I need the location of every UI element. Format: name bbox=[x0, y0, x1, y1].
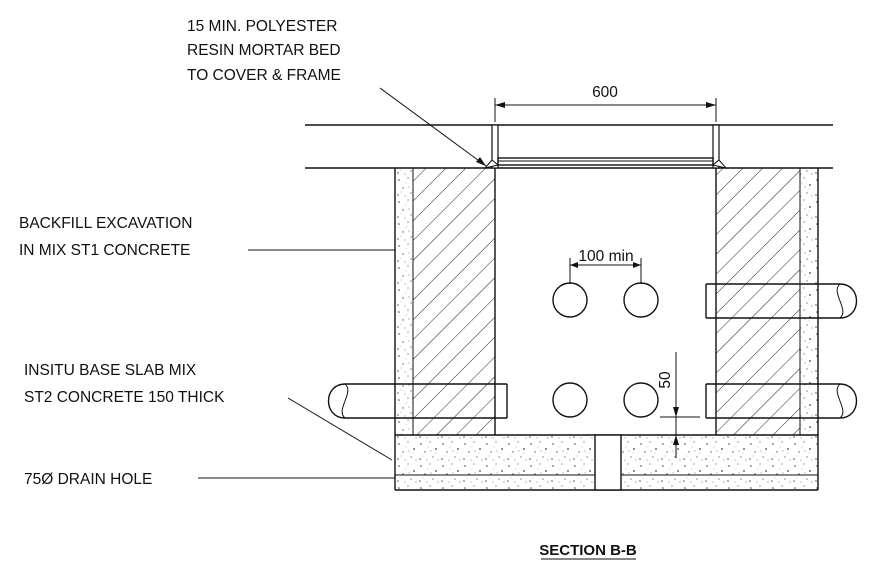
chamber-walls bbox=[413, 168, 800, 435]
dimension-50-text: 50 bbox=[657, 371, 674, 389]
dimension-600: 600 bbox=[494, 84, 717, 122]
backfill-concrete bbox=[394, 168, 819, 490]
dimension-100-min: 100 min bbox=[569, 248, 642, 284]
duct-circles bbox=[552, 282, 659, 418]
mortar-label-line2: RESIN MORTAR BED bbox=[187, 42, 341, 59]
leader-lines bbox=[198, 87, 487, 479]
section-title: SECTION B-B bbox=[539, 542, 637, 560]
annotation-labels: 15 MIN. POLYESTER RESIN MORTAR BED TO CO… bbox=[19, 18, 341, 488]
backfill-label-line2: IN MIX ST1 CONCRETE bbox=[19, 242, 190, 259]
mortar-label-line3: TO COVER & FRAME bbox=[187, 67, 341, 84]
drain-hole bbox=[594, 434, 622, 491]
cover-and-frame bbox=[483, 124, 728, 169]
base-slab-label-line1: INSITU BASE SLAB MIX bbox=[24, 362, 197, 379]
dimension-600-text: 600 bbox=[592, 84, 618, 101]
dimension-50: 50 bbox=[657, 352, 700, 458]
base-slab bbox=[395, 434, 818, 491]
mortar-label-line1: 15 MIN. POLYESTER bbox=[187, 18, 337, 35]
pipe-right-upper bbox=[705, 283, 857, 319]
drain-hole-label: 75Ø DRAIN HOLE bbox=[24, 471, 152, 488]
pipe-left-lower bbox=[328, 383, 508, 419]
dimension-100-min-text: 100 min bbox=[578, 248, 633, 265]
base-slab-label-line2: ST2 CONCRETE 150 THICK bbox=[24, 389, 225, 406]
pipe-right-lower bbox=[705, 383, 857, 419]
backfill-label-line1: BACKFILL EXCAVATION bbox=[19, 215, 192, 232]
section-title-text: SECTION B-B bbox=[539, 542, 637, 559]
